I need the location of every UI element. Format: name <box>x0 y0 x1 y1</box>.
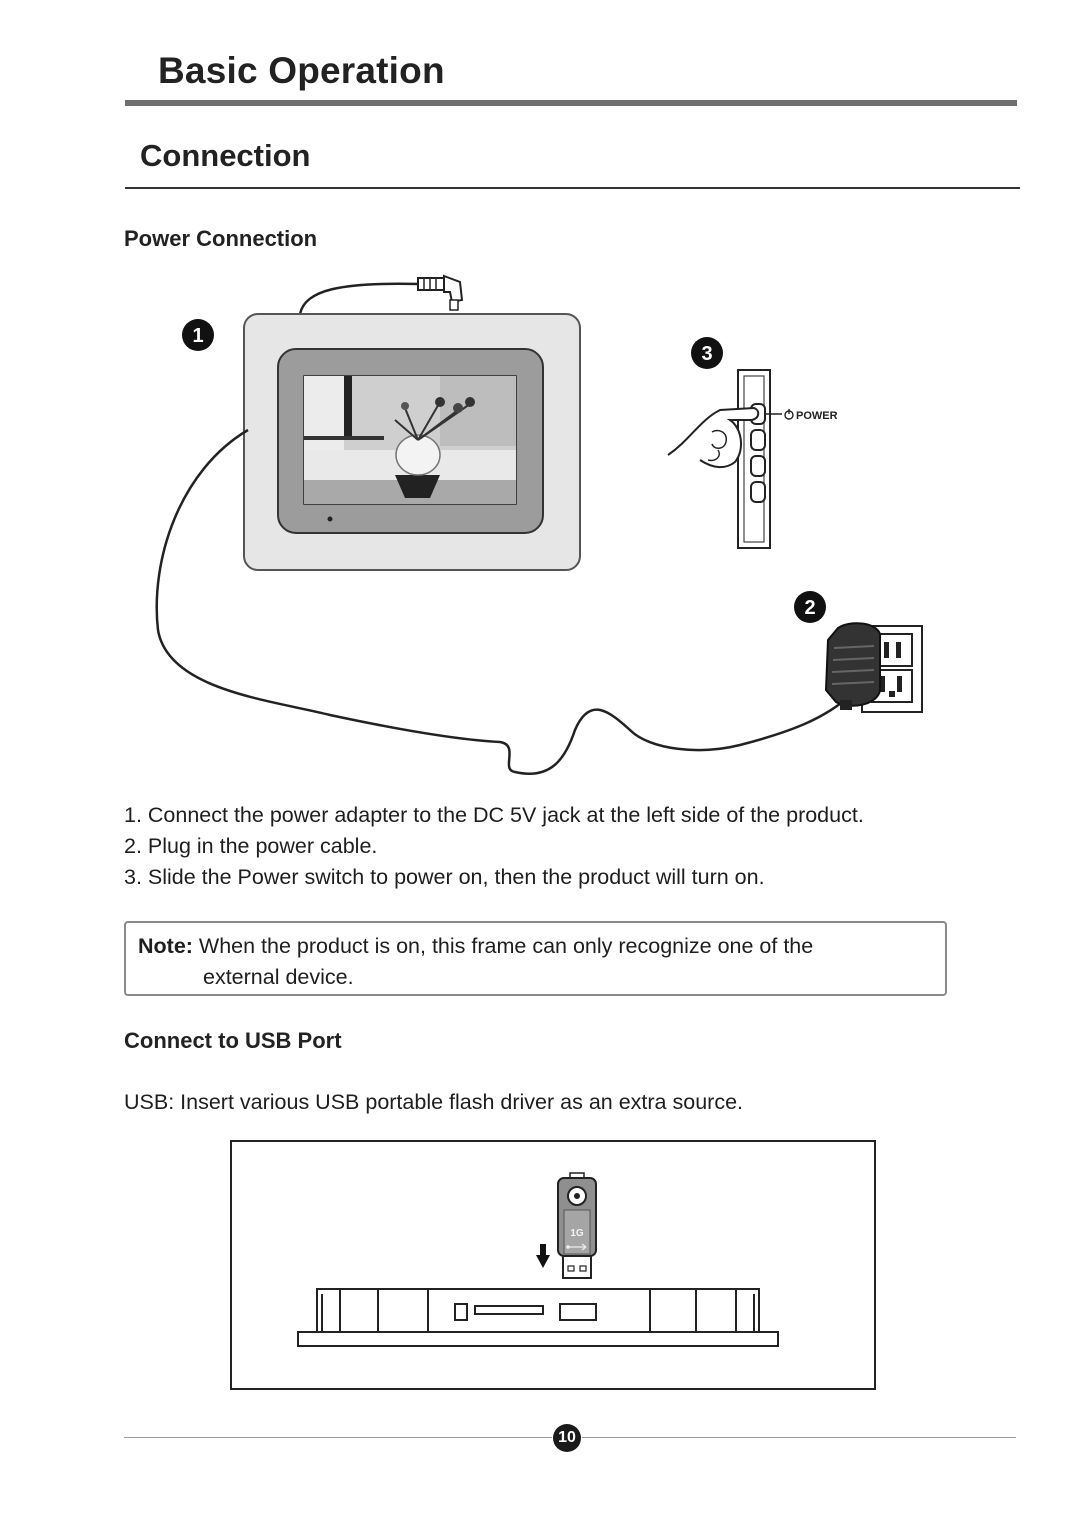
note-label: Note: <box>138 934 193 958</box>
usb-icon <box>566 1243 587 1251</box>
power-adapter <box>824 622 881 710</box>
page-number: 10 <box>553 1424 581 1452</box>
step-badge-2: 2 <box>804 597 815 619</box>
step-badge-1: 1 <box>192 325 203 347</box>
power-step-1: 1. Connect the power adapter to the DC 5… <box>124 803 864 827</box>
power-connection-heading: Power Connection <box>124 226 318 251</box>
usb-illustration: 1G <box>230 1140 876 1390</box>
photo-frame-front <box>243 313 581 571</box>
footer-rule-right <box>582 1437 1016 1438</box>
footer-rule-left <box>124 1437 552 1438</box>
usb-flash-drive: 1G <box>557 1172 597 1279</box>
dc-plug-icon <box>417 274 464 311</box>
down-arrow-icon <box>536 1244 550 1268</box>
page-title: Basic Operation <box>158 50 445 91</box>
note-text-line-1: When the product is on, this frame can o… <box>192 934 814 958</box>
usb-description: USB: Insert various USB portable flash d… <box>124 1090 743 1114</box>
usb-drive-capacity: 1G <box>570 1228 584 1239</box>
usb-port-heading: Connect to USB Port <box>124 1028 342 1053</box>
section-divider <box>125 187 1020 189</box>
section-title: Connection <box>140 138 311 173</box>
step-badge-3: 3 <box>701 343 712 365</box>
frame-side-view <box>737 369 782 549</box>
power-step-2: 2. Plug in the power cable. <box>124 834 378 858</box>
power-icon <box>784 409 794 420</box>
hand-icon <box>667 406 760 468</box>
note-text-line-2: external device. <box>203 965 354 989</box>
power-switch-label: POWER <box>796 410 838 422</box>
power-steps-list: 1. Connect the power adapter to the DC 5… <box>124 800 864 893</box>
title-divider <box>125 100 1017 106</box>
frame-bottom-view <box>297 1288 779 1347</box>
power-step-3: 3. Slide the Power switch to power on, t… <box>124 865 765 889</box>
note-box: Note: When the product is on, this frame… <box>124 921 947 996</box>
power-connection-illustration: 1 3 POWER 2 <box>155 274 923 775</box>
